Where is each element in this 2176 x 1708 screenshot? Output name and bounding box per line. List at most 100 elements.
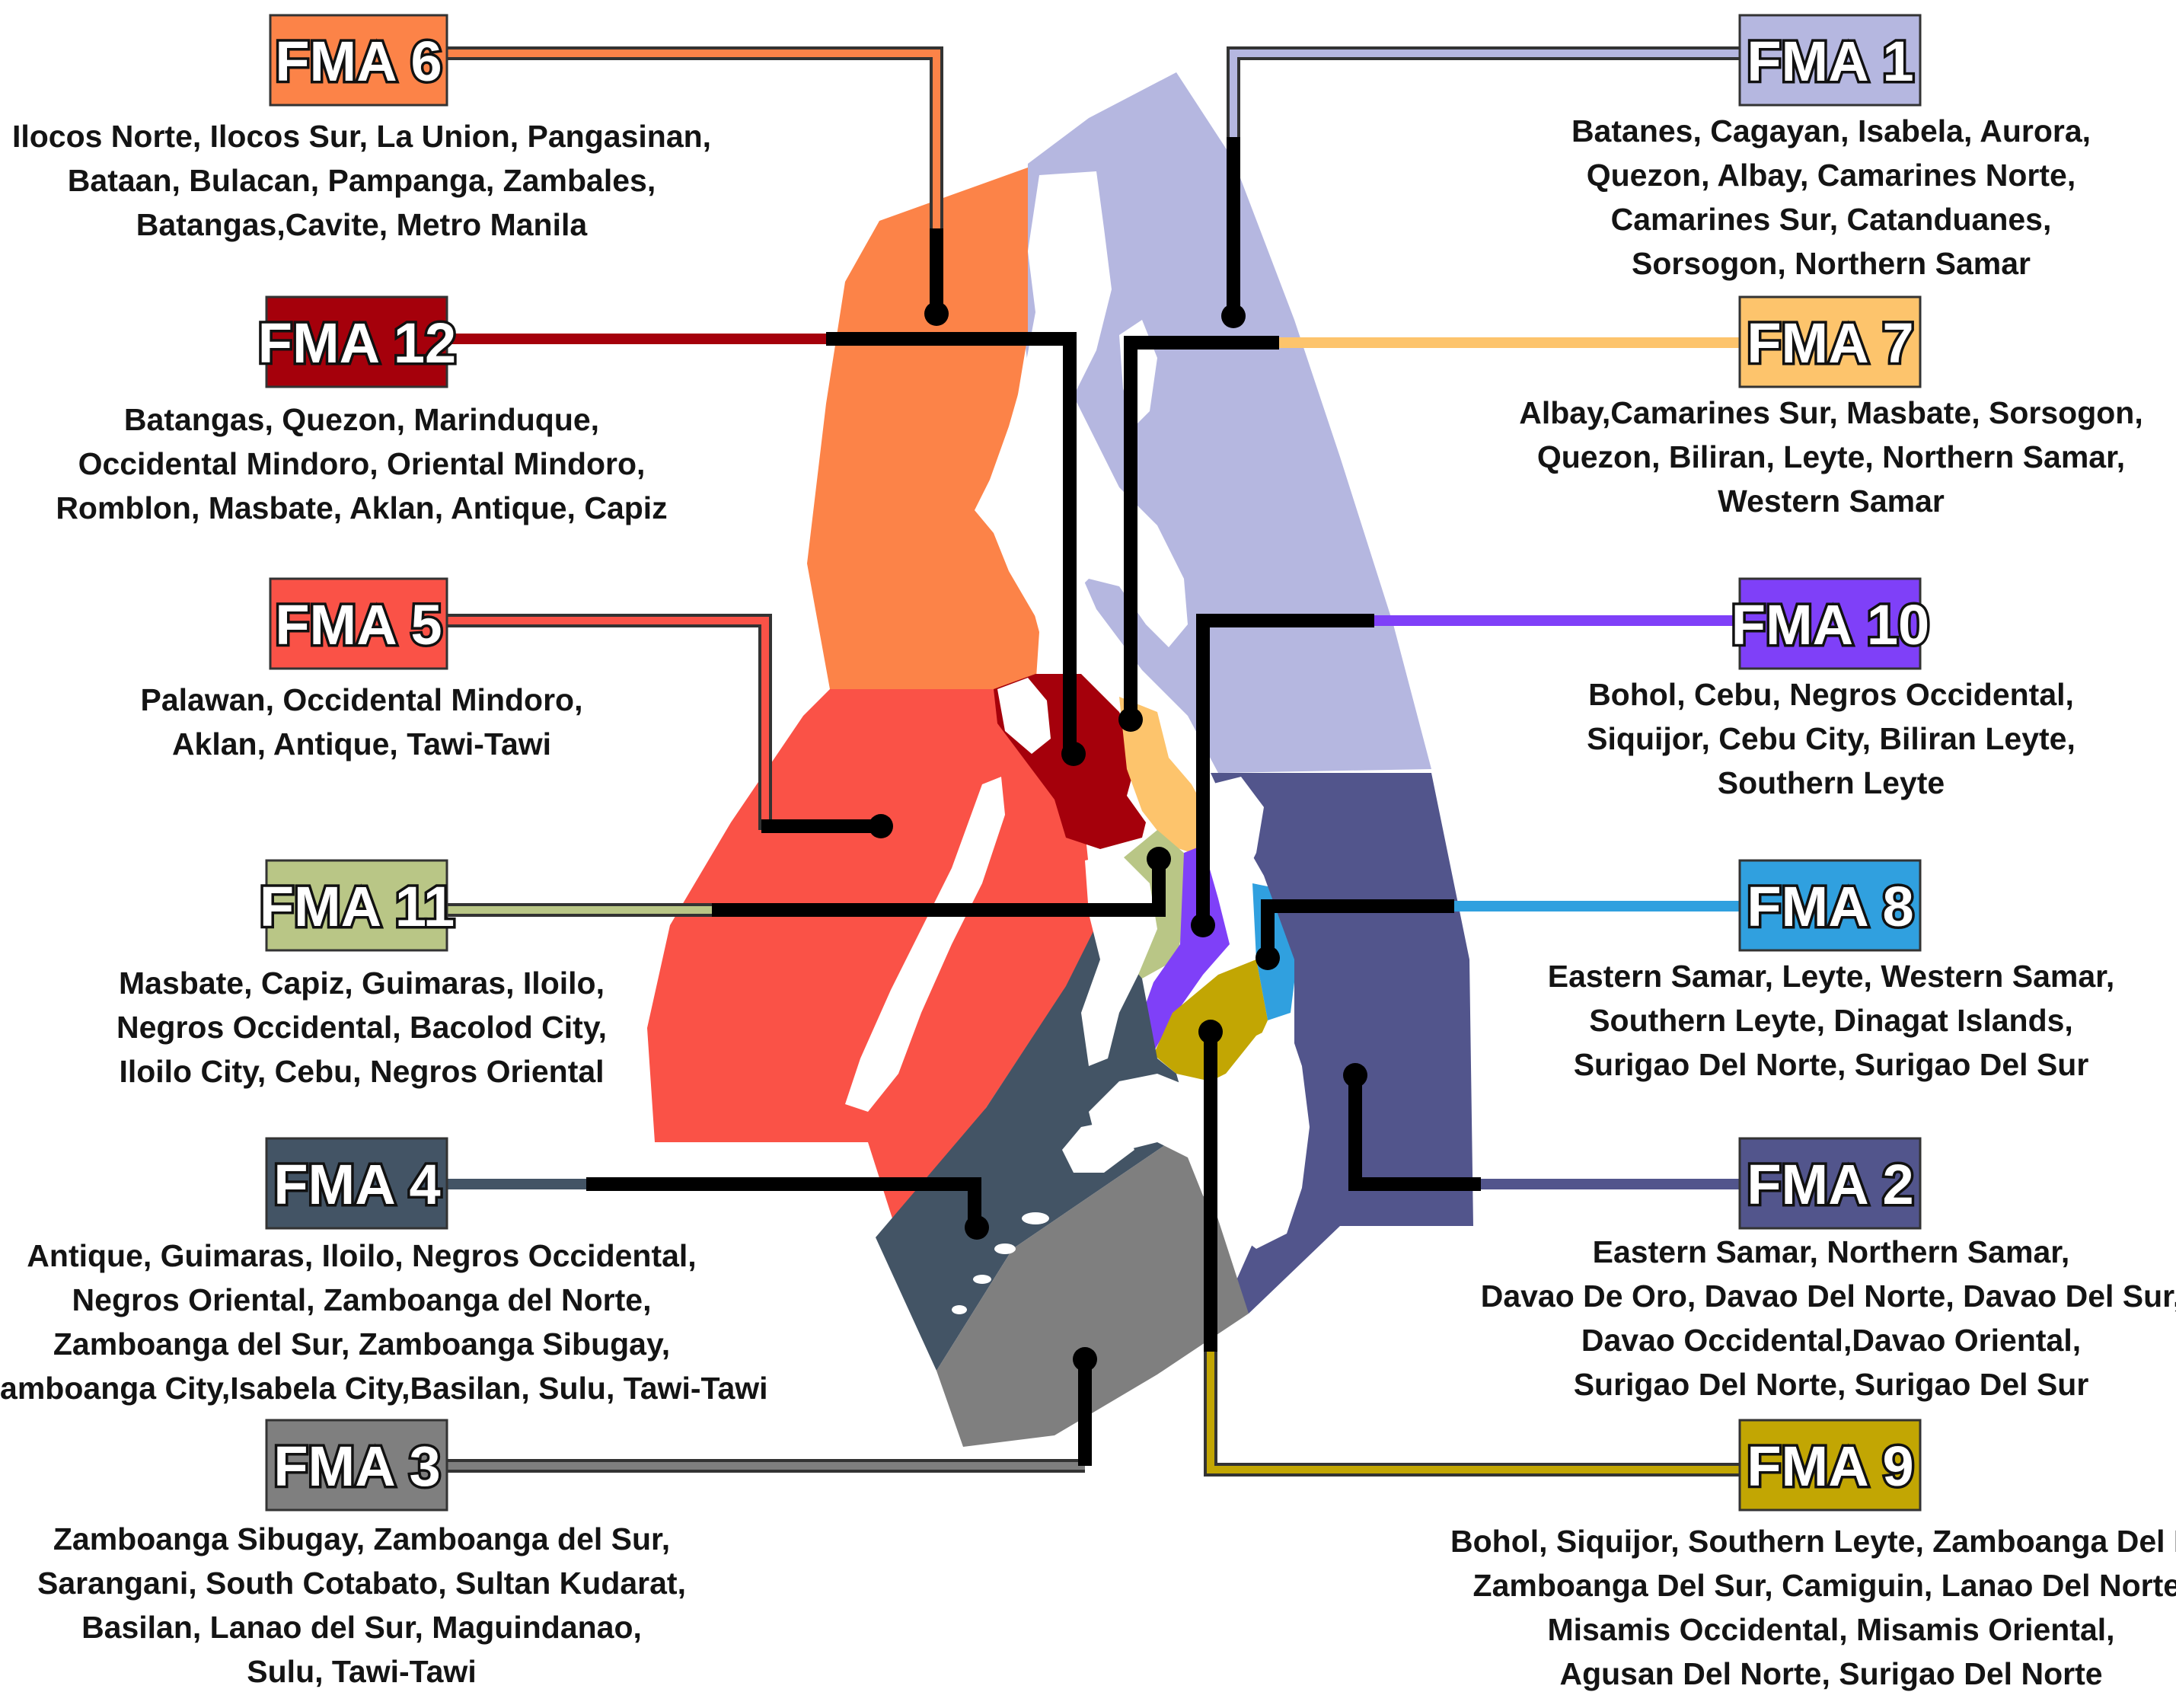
fma6-label-box[interactable]: FMA 6: [269, 14, 448, 107]
region-fma6[interactable]: [807, 168, 1039, 689]
fma8-label-box[interactable]: FMA 8: [1738, 859, 1922, 952]
connector-fma8: [1256, 899, 1740, 970]
connector-fma4: [445, 1177, 989, 1240]
fma2-area-line: Davao Occidental,Davao Oriental,: [1581, 1323, 2082, 1358]
connector-fma7: [1118, 336, 1740, 732]
fma5-area-line: Palawan, Occidental Mindoro,: [140, 682, 583, 717]
fma12-area-line: Romblon, Masbate, Aklan, Antique, Capiz: [56, 490, 668, 525]
fma10-area-line: Southern Leyte: [1717, 765, 1945, 800]
fma12-area-line: Occidental Mindoro, Oriental Mindoro,: [78, 446, 646, 481]
fma6-areas: Ilocos Norte, Ilocos Sur, La Union, Pang…: [0, 114, 742, 247]
fma11-area-line: Masbate, Capiz, Guimaras, Iloilo,: [119, 966, 605, 1001]
fma2-areas: Eastern Samar, Northern Samar, Davao De …: [1450, 1230, 2176, 1406]
fma10-label: FMA 10: [1731, 593, 1929, 656]
fma11-areas: Masbate, Capiz, Guimaras, Iloilo, Negros…: [0, 961, 742, 1093]
fma12-areas: Batangas, Quezon, Marinduque, Occidental…: [0, 397, 742, 530]
fma4-label: FMA 4: [273, 1153, 440, 1216]
fma9-area-line: Zamboanga Del Sur, Camiguin, Lanao Del N…: [1472, 1568, 2176, 1603]
fma9-areas: Bohol, Siquijor, Southern Leyte, Zamboan…: [1450, 1519, 2176, 1696]
sulu-island-1: [1022, 1212, 1049, 1224]
fma9-label: FMA 9: [1747, 1435, 1913, 1498]
region-fma3[interactable]: [936, 1127, 1249, 1447]
fma5-label-box[interactable]: FMA 5: [269, 577, 448, 670]
fma7-area-line: Albay,Camarines Sur, Masbate, Sorsogon,: [1519, 395, 2143, 430]
fma4-area-line: Antique, Guimaras, Iloilo, Negros Occide…: [27, 1238, 697, 1273]
fma2-label-box[interactable]: FMA 2: [1738, 1137, 1922, 1230]
fma1-areas: Batanes, Cagayan, Isabela, Aurora, Quezo…: [1450, 109, 2176, 286]
mindanao-island: [1089, 1020, 1310, 1249]
fma2-label: FMA 2: [1747, 1153, 1913, 1216]
fma8-label: FMA 8: [1747, 875, 1913, 938]
connector-fma2: [1343, 1063, 1740, 1191]
connector-fma3: [445, 1347, 1097, 1473]
fma9-area-line: Bohol, Siquijor, Southern Leyte, Zamboan…: [1450, 1524, 2176, 1559]
fma4-area-line: Zamboanga del Sur, Zamboanga Sibugay,: [53, 1326, 671, 1362]
fma6-area-line: Batangas,Cavite, Metro Manila: [136, 207, 588, 242]
fma8-areas: Eastern Samar, Leyte, Western Samar, Sou…: [1450, 954, 2176, 1087]
connector-fma5: [445, 614, 893, 838]
connector-fma1: [1221, 46, 1740, 328]
connector-fma6: [445, 46, 949, 326]
fma2-area-line: Eastern Samar, Northern Samar,: [1592, 1234, 2070, 1269]
fma1-area-line: Quezon, Albay, Camarines Norte,: [1586, 158, 2076, 193]
fma8-area-line: Southern Leyte, Dinagat Islands,: [1589, 1003, 2073, 1038]
fma4-area-line: Negros Oriental, Zamboanga del Norte,: [72, 1282, 652, 1317]
fma7-areas: Albay,Camarines Sur, Masbate, Sorsogon, …: [1450, 391, 2176, 523]
fma9-label-box[interactable]: FMA 9: [1738, 1419, 1922, 1512]
fma12-label-box[interactable]: FMA 12: [255, 295, 459, 388]
fma1-area-line: Batanes, Cagayan, Isabela, Aurora,: [1571, 113, 2091, 148]
sulu-island-3: [973, 1275, 991, 1284]
fma10-area-line: Siquijor, Cebu City, Biliran Leyte,: [1587, 721, 2075, 756]
fma8-area-line: Eastern Samar, Leyte, Western Samar,: [1547, 959, 2115, 994]
fma7-area-line: Western Samar: [1718, 484, 1945, 519]
mindoro-island: [997, 678, 1051, 754]
fma2-area-line: Davao De Oro, Davao Del Norte, Davao Del…: [1480, 1279, 2176, 1314]
fma4-area-line: Zamboanga City,Isabela City,Basilan, Sul…: [0, 1371, 768, 1406]
fma4-label-box[interactable]: FMA 4: [265, 1137, 448, 1230]
label-boxes: FMA 6 FMA 12 FMA 5 FMA 11 FMA 4 FMA 3 FM…: [255, 14, 1932, 1512]
fma3-area-line: Sarangani, South Cotabato, Sultan Kudara…: [37, 1566, 686, 1601]
fma7-label: FMA 7: [1747, 311, 1913, 375]
fma1-label-box[interactable]: FMA 1: [1738, 14, 1922, 107]
fma11-label-box[interactable]: FMA 11: [257, 859, 458, 952]
fma11-area-line: Iloilo City, Cebu, Negros Oriental: [119, 1054, 605, 1089]
fma1-label: FMA 1: [1747, 30, 1913, 93]
fma11-label: FMA 11: [260, 875, 455, 938]
fma6-area-line: Ilocos Norte, Ilocos Sur, La Union, Pang…: [11, 119, 712, 154]
connector-fma9: [1198, 1020, 1740, 1477]
sulu-island-4: [952, 1305, 967, 1314]
fma3-area-line: Zamboanga Sibugay, Zamboanga del Sur,: [53, 1521, 671, 1556]
fma3-label-box[interactable]: FMA 3: [265, 1419, 448, 1512]
fma8-area-line: Surigao Del Norte, Surigao Del Sur: [1573, 1047, 2089, 1082]
fma9-area-line: Agusan Del Norte, Surigao Del Norte: [1559, 1656, 2103, 1691]
fma10-areas: Bohol, Cebu, Negros Occidental, Siquijor…: [1450, 672, 2176, 805]
fma6-area-line: Bataan, Bulacan, Pampanga, Zambales,: [67, 163, 656, 198]
fma5-area-line: Aklan, Antique, Tawi-Tawi: [171, 726, 552, 761]
region-fma7[interactable]: [1119, 697, 1214, 857]
fma2-area-line: Surigao Del Norte, Surigao Del Sur: [1573, 1367, 2089, 1402]
fma3-area-line: Sulu, Tawi-Tawi: [247, 1654, 477, 1689]
fma3-areas: Zamboanga Sibugay, Zamboanga del Sur, Sa…: [0, 1517, 742, 1694]
connector-fma10: [1191, 614, 1740, 937]
fma6-label: FMA 6: [275, 30, 442, 93]
connector-fma11: [445, 847, 1171, 917]
fma7-label-box[interactable]: FMA 7: [1738, 295, 1922, 388]
fma10-label-box[interactable]: FMA 10: [1728, 577, 1932, 670]
fma4-areas: Antique, Guimaras, Iloilo, Negros Occide…: [0, 1234, 768, 1410]
zamboanga-peninsula: [1062, 1119, 1134, 1173]
fma3-label: FMA 3: [273, 1435, 440, 1498]
fma9-area-line: Misamis Occidental, Misamis Oriental,: [1547, 1612, 2115, 1647]
fma7-area-line: Quezon, Biliran, Leyte, Northern Samar,: [1536, 439, 2126, 474]
fma5-label: FMA 5: [275, 593, 442, 656]
fma12-area-line: Batangas, Quezon, Marinduque,: [123, 402, 600, 437]
sulu-island-2: [994, 1243, 1016, 1254]
connector-fma12: [445, 332, 1086, 766]
batanes-island: [1074, 177, 1089, 189]
palawan-island: [845, 777, 1005, 1112]
fma1-area-line: Camarines Sur, Catanduanes,: [1610, 202, 2052, 237]
fma10-area-line: Bohol, Cebu, Negros Occidental,: [1588, 677, 2074, 712]
fma3-area-line: Basilan, Lanao del Sur, Maguindanao,: [81, 1610, 642, 1645]
fma11-area-line: Negros Occidental, Bacolod City,: [116, 1010, 607, 1045]
fma12-label: FMA 12: [258, 311, 456, 375]
